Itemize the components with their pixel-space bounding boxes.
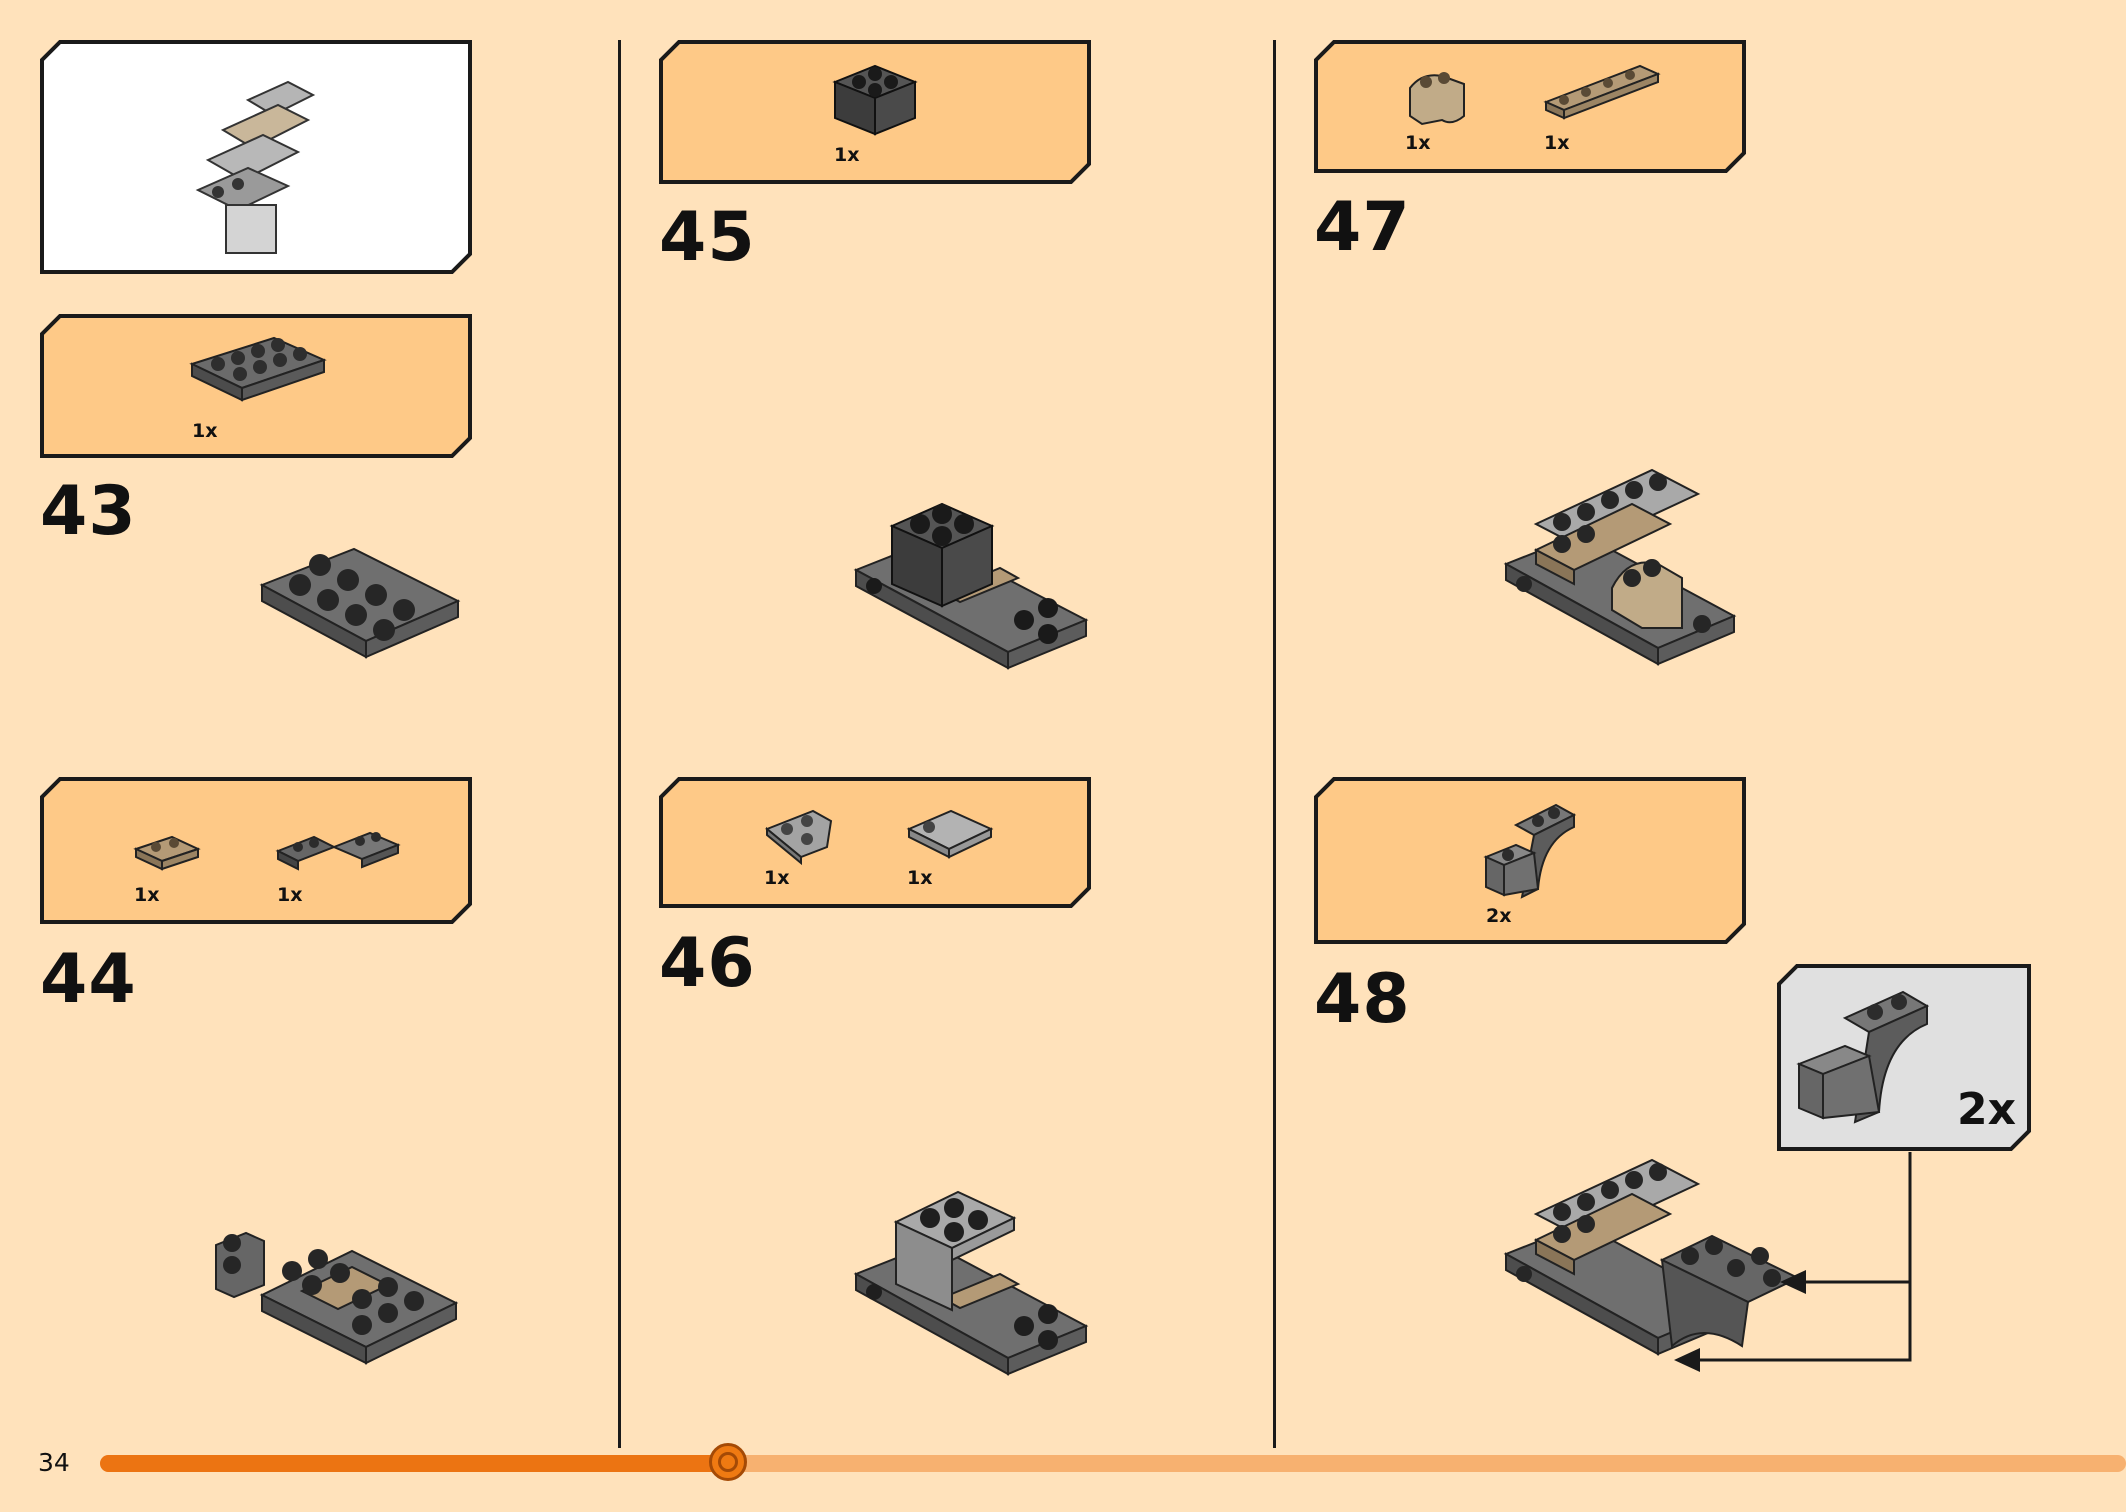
step-number-48: 48	[1314, 960, 1411, 1039]
dark-gray-plate-2x4-icon	[189, 336, 327, 402]
part-quantity: 1x	[764, 867, 790, 889]
tan-plate-1x2-icon	[133, 835, 201, 871]
step-number-44: 44	[40, 940, 137, 1019]
step-48-assembly-icon	[1503, 1158, 1801, 1356]
step-number-47: 47	[1314, 188, 1411, 267]
dark-gray-hinge-plate-icon	[275, 831, 401, 871]
detail-quantity: 2x	[1957, 1084, 2016, 1135]
parts-callout-step-48: 2x	[1314, 777, 1746, 944]
step-number-45: 45	[659, 198, 756, 277]
part-quantity: 1x	[192, 420, 218, 442]
parts-callout-step-43: 1x	[40, 314, 472, 458]
dark-gray-arch-bracket-icon	[1796, 990, 1930, 1124]
column-divider-left	[618, 40, 621, 1448]
parts-callout-step-47: 1x 1x	[1314, 40, 1746, 173]
part-quantity: 1x	[277, 884, 303, 906]
part-quantity: 2x	[1486, 905, 1512, 927]
step-44-assembly-icon	[215, 1231, 459, 1365]
step-number-43: 43	[40, 472, 137, 551]
part-quantity: 1x	[1544, 132, 1570, 154]
dark-gray-arch-bracket-icon	[1483, 803, 1577, 899]
tan-curved-brick-icon	[1409, 72, 1465, 126]
parts-callout-step-46: 1x 1x	[659, 777, 1091, 908]
step-47-assembly-icon	[1503, 468, 1737, 666]
black-brick-2x2-icon	[832, 64, 918, 136]
part-quantity: 1x	[907, 867, 933, 889]
part-quantity: 1x	[834, 144, 860, 166]
page-number: 34	[38, 1448, 70, 1477]
light-gray-tile-2x2-icon	[906, 809, 994, 859]
column-divider-right	[1273, 40, 1276, 1448]
step-43-assembly-icon	[259, 547, 461, 659]
detail-callout-step-48: 2x	[1777, 964, 2031, 1151]
step-45-assembly-icon	[853, 502, 1089, 670]
progress-knob	[709, 1443, 748, 1481]
progress-fill	[100, 1455, 729, 1472]
part-quantity: 1x	[134, 884, 160, 906]
step-number-46: 46	[659, 924, 756, 1003]
parts-callout-step-45: 1x	[659, 40, 1091, 184]
parts-callout-step-44: 1x 1x	[40, 777, 472, 924]
step-46-assembly-icon	[853, 1190, 1089, 1376]
tan-plate-1x4-icon	[1543, 64, 1661, 120]
placement-arrow-lines	[1674, 1152, 1912, 1372]
part-quantity: 1x	[1405, 132, 1431, 154]
overview-callout	[40, 40, 472, 274]
light-gray-wedge-plate-icon	[765, 809, 833, 866]
model-overview-icon	[195, 80, 316, 254]
